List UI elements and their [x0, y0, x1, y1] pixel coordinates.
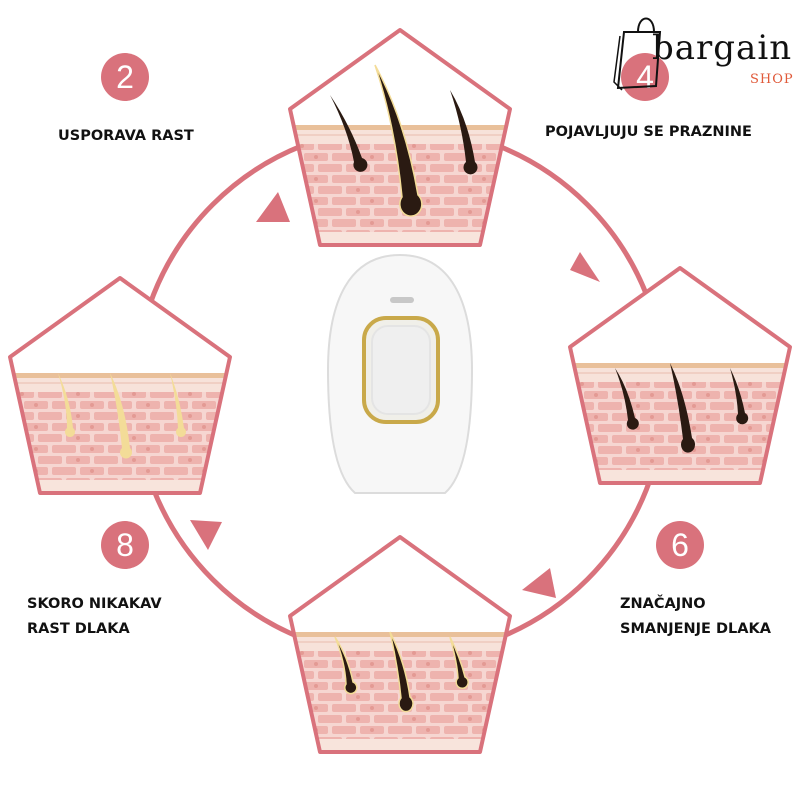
logo-text: bargain: [652, 28, 793, 68]
ipl-device-image: [326, 253, 474, 494]
skin-panel-significant-reduction: [280, 537, 520, 752]
step-number-8: 8: [101, 521, 149, 569]
step-8-label-line2: RAST DLAKA: [27, 621, 130, 637]
step-6-label: ZNAČAJNO SMANJENJE DLAKA: [620, 592, 771, 642]
hair-icon: [449, 636, 469, 690]
step-number-6: 6: [656, 521, 704, 569]
hair-icon: [334, 636, 358, 695]
arrow-icon: [522, 568, 556, 598]
hair-icon: [170, 373, 186, 437]
hair-icon: [330, 95, 368, 172]
hair-icon: [374, 64, 423, 217]
arrow-icon: [256, 192, 290, 222]
step-6-label-line2: SMANJENJE DLAKA: [620, 621, 771, 637]
skin-panel-almost-no-growth: [0, 278, 240, 493]
hair-icon: [58, 373, 75, 437]
hair-icon: [110, 373, 132, 459]
hair-icon: [450, 90, 478, 175]
hair-icon: [389, 631, 414, 713]
cycle-arrows: [190, 192, 600, 598]
hair-icon: [730, 368, 749, 425]
hair-icon: [615, 368, 639, 430]
shopping-bag-icon: [613, 17, 662, 91]
logo-subtext: SHOP: [750, 72, 794, 87]
bargain-shop-logo: bargain SHOP: [612, 10, 800, 100]
step-4-label: POJAVLJUJU SE PRAZNINE: [545, 124, 752, 140]
arrow-icon: [190, 520, 222, 550]
arrow-icon: [570, 252, 600, 282]
step-8-label-line1: SKORO NIKAKAV: [27, 596, 162, 612]
step-6-label-line1: ZNAČAJNO: [620, 596, 706, 612]
step-number-2: 2: [101, 53, 149, 101]
skin-panel-slowed-growth: [280, 30, 520, 245]
skin-panel-gaps-appear: [560, 268, 800, 483]
step-8-label: SKORO NIKAKAV RAST DLAKA: [27, 592, 162, 642]
hair-icon: [670, 363, 696, 453]
step-2-label: USPORAVA RAST: [58, 128, 194, 144]
